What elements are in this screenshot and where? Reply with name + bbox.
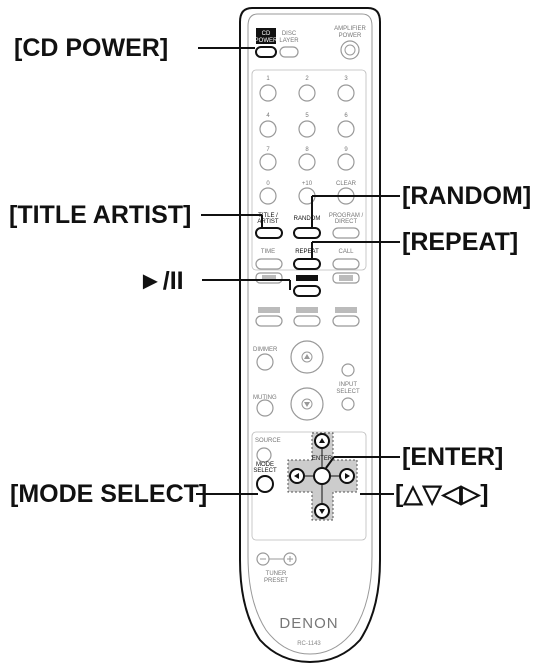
repeat-button[interactable] — [293, 258, 321, 270]
stop-icon — [296, 307, 318, 313]
callout-cd-power: [CD POWER] — [14, 34, 168, 62]
remote-body — [239, 7, 381, 664]
disc-layer-button[interactable] — [279, 46, 299, 58]
mode-select-button[interactable] — [256, 475, 274, 493]
num-label: 4 — [266, 113, 270, 119]
num-label: 0 — [266, 181, 270, 187]
tuner-preset-label-1: TUNER — [266, 571, 287, 577]
number-button-1[interactable] — [259, 84, 277, 102]
input-up-button[interactable] — [341, 363, 355, 377]
input-select-label-1: INPUT — [339, 382, 357, 388]
num-label: 6 — [344, 113, 348, 119]
random-label: RANDOM — [294, 216, 321, 222]
number-button-3[interactable] — [337, 84, 355, 102]
amplifier-power-button[interactable] — [340, 40, 360, 60]
repeat-label: REPEAT — [295, 249, 319, 255]
num-label: 9 — [344, 147, 348, 153]
rewind-icon — [258, 307, 280, 313]
cursor-up-icon — [319, 438, 325, 443]
callout-random: [RANDOM] — [402, 182, 531, 210]
callout-repeat: [REPEAT] — [402, 228, 518, 256]
volume-up-icon — [304, 354, 310, 359]
num-label: 2 — [305, 76, 309, 82]
fast-forward-button[interactable] — [332, 315, 360, 327]
amplifier-power-label-1: AMPLIFIER — [334, 26, 366, 32]
title-artist-label-2: ARTIST — [257, 219, 279, 225]
skip-back-icon — [262, 275, 276, 281]
number-button-0[interactable] — [259, 187, 277, 205]
dimmer-label: DIMMER — [253, 347, 278, 353]
model-number: RC-1143 — [297, 641, 321, 647]
time-button[interactable] — [255, 258, 283, 270]
source-button[interactable] — [256, 447, 272, 463]
source-label: SOURCE — [255, 438, 281, 444]
title-artist-label-1: TITLE / — [258, 213, 278, 219]
num-label: 7 — [266, 147, 270, 153]
disc-layer-label-1: DISC — [282, 31, 297, 37]
callout-enter: [ENTER] — [402, 443, 503, 471]
stop-button[interactable] — [293, 315, 321, 327]
play-pause-button[interactable] — [293, 285, 321, 297]
num-label: 8 — [305, 147, 309, 153]
cursor-left-icon — [294, 473, 299, 479]
callout-play-pause: ►/II — [138, 267, 184, 295]
number-button-9[interactable] — [337, 153, 355, 171]
tuner-preset-label-2: PRESET — [264, 578, 288, 584]
muting-button[interactable] — [256, 399, 274, 417]
enter-button[interactable] — [313, 467, 331, 485]
brand-logo: DENON — [279, 615, 338, 632]
amplifier-power-symbol-icon — [344, 44, 356, 56]
number-button-4[interactable] — [259, 120, 277, 138]
play-pause-icon-bg — [296, 275, 318, 281]
amplifier-power-label-2: POWER — [339, 33, 362, 39]
number-button-8[interactable] — [298, 153, 316, 171]
number-button-6[interactable] — [337, 120, 355, 138]
navigation-section — [251, 431, 367, 541]
muting-label: MUTING — [253, 395, 277, 401]
remote-inner-edge — [247, 13, 373, 655]
call-button[interactable] — [332, 258, 360, 270]
call-label: CALL — [338, 249, 354, 255]
number-button-7[interactable] — [259, 153, 277, 171]
leader-enter-diag — [325, 456, 335, 469]
cd-power-label-2: POWER — [255, 38, 278, 44]
number-button-2[interactable] — [298, 84, 316, 102]
title-artist-button[interactable] — [255, 227, 283, 239]
program-direct-button[interactable] — [332, 227, 360, 239]
random-button[interactable] — [293, 227, 321, 239]
num-label: 3 — [344, 76, 348, 82]
skip-forward-icon — [339, 275, 353, 281]
callout-mode-select: [MODE SELECT] — [10, 480, 207, 508]
number-button-5[interactable] — [298, 120, 316, 138]
cd-power-button[interactable] — [255, 46, 277, 58]
disc-layer-label-2: LAYER — [279, 38, 299, 44]
cd-power-label-bg — [256, 28, 276, 44]
callout-cursor: [△▽◁▷] — [395, 480, 489, 508]
input-down-button[interactable] — [341, 397, 355, 411]
mode-select-label-2: SELECT — [253, 468, 277, 474]
num-label: 5 — [305, 113, 309, 119]
cursor-down-icon — [319, 509, 325, 514]
time-label: TIME — [261, 249, 275, 255]
cursor-right-icon — [345, 473, 350, 479]
fast-forward-icon — [335, 307, 357, 313]
dimmer-button[interactable] — [256, 353, 274, 371]
volume-down-icon — [304, 402, 310, 407]
mode-select-label-1: MODE — [256, 462, 274, 468]
callout-title-artist: [TITLE ARTIST] — [9, 201, 191, 229]
rewind-button[interactable] — [255, 315, 283, 327]
input-select-label-2: SELECT — [336, 389, 360, 395]
num-label: CLEAR — [336, 181, 357, 187]
program-direct-label-2: DIRECT — [335, 219, 358, 225]
program-direct-label-1: PROGRAM / — [329, 213, 364, 219]
num-label: +10 — [302, 181, 313, 187]
enter-label: ENTER — [312, 456, 333, 462]
num-label: 1 — [266, 76, 270, 82]
cd-power-label-1: CD — [262, 31, 271, 37]
